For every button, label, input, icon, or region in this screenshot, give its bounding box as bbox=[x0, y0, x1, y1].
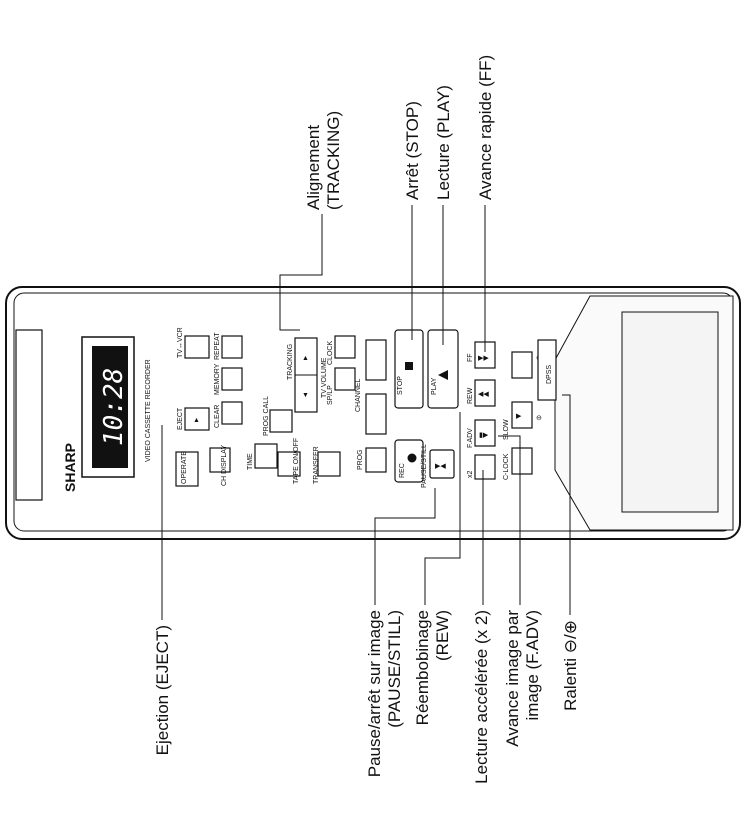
svg-text:F.ADV: F.ADV bbox=[467, 428, 474, 448]
svg-text:⊖: ⊖ bbox=[536, 415, 542, 422]
pause-still-button[interactable]: ▶◀ PAUSE/STILL bbox=[421, 444, 455, 488]
svg-text:◀◀: ◀◀ bbox=[478, 391, 489, 398]
display-time: 10:28 bbox=[99, 368, 129, 446]
svg-text:REPEAT: REPEAT bbox=[214, 332, 221, 360]
svg-text:▶▶: ▶▶ bbox=[478, 355, 489, 362]
channel-button-group[interactable]: CHANNEL bbox=[355, 339, 387, 435]
time-button[interactable]: TIME bbox=[247, 443, 278, 470]
svg-text:▲: ▲ bbox=[193, 417, 200, 424]
callout-rew-line2: (REW) bbox=[433, 610, 452, 661]
brand-logo: SHARP bbox=[62, 443, 78, 492]
prog-button[interactable]: PROG bbox=[357, 447, 387, 473]
svg-text:REW: REW bbox=[467, 387, 474, 404]
svg-text:STOP: STOP bbox=[397, 376, 404, 395]
svg-text:PROG CALL: PROG CALL bbox=[263, 396, 270, 436]
slow-minus-button[interactable]: ▶ ⊖ SLOW bbox=[503, 401, 542, 440]
svg-text:TRACKING: TRACKING bbox=[287, 344, 294, 380]
svg-text:PAUSE/STILL: PAUSE/STILL bbox=[421, 444, 428, 488]
callout-pause-line1: Pause/arrêt sur image bbox=[365, 610, 384, 777]
tape-onoff-button[interactable]: TAPE ON/OFF bbox=[277, 438, 301, 484]
svg-text:EJECT: EJECT bbox=[177, 407, 184, 430]
svg-text:TV↔VCR: TV↔VCR bbox=[177, 327, 184, 358]
callout-rew-line1: Réembobinage bbox=[413, 610, 432, 725]
svg-text:CLOCK: CLOCK bbox=[327, 341, 334, 365]
svg-text:▶◀: ▶◀ bbox=[435, 463, 446, 470]
callout-tracking-line2: (TRACKING) bbox=[324, 111, 343, 210]
svg-text:DPSS: DPSS bbox=[546, 365, 553, 384]
callout-x2: Lecture accélérée (x 2) bbox=[472, 610, 491, 784]
callout-lines bbox=[161, 205, 571, 620]
x2-button[interactable]: x2 bbox=[467, 454, 496, 480]
sp-lp-button[interactable]: SP/LP bbox=[327, 367, 356, 405]
transfer-button[interactable]: TRANSFER bbox=[313, 446, 341, 484]
tracking-button-group[interactable]: ▲ ▼ TRACKING TV VOLUME bbox=[287, 337, 328, 413]
callout-fadv-line2: image (F.ADV) bbox=[523, 610, 542, 721]
callout-stop: Arrêt (STOP) bbox=[403, 101, 422, 200]
svg-text:SP/LP: SP/LP bbox=[327, 385, 334, 405]
svg-text:x2: x2 bbox=[467, 471, 474, 479]
ch-display-button[interactable]: CH DISPLAY bbox=[209, 445, 231, 486]
svg-text:CLEAR: CLEAR bbox=[214, 405, 221, 428]
tv-vcr-button[interactable]: TV↔VCR bbox=[177, 327, 210, 359]
eject-button[interactable]: EJECT ▲ bbox=[177, 407, 210, 431]
svg-text:TRANSFER: TRANSFER bbox=[313, 446, 320, 484]
svg-text:▮▶: ▮▶ bbox=[479, 432, 489, 439]
svg-text:REC: REC bbox=[399, 463, 406, 478]
stop-button[interactable]: STOP bbox=[394, 329, 424, 409]
svg-text:C-LOCK: C-LOCK bbox=[503, 453, 510, 480]
svg-text:▼: ▼ bbox=[302, 392, 309, 399]
svg-text:OPERATE: OPERATE bbox=[181, 451, 188, 484]
svg-text:MEMORY: MEMORY bbox=[214, 363, 221, 395]
time-display: 10:28 bbox=[81, 336, 135, 478]
c-lock-button[interactable]: C-LOCK bbox=[503, 447, 533, 480]
svg-text:PROG: PROG bbox=[357, 449, 364, 470]
callout-ff: Avance rapide (FF) bbox=[476, 55, 495, 200]
callout-tracking-line1: Alignement bbox=[304, 125, 323, 210]
rew-button[interactable]: ◀◀ REW bbox=[467, 379, 496, 407]
svg-text:TIME: TIME bbox=[247, 453, 254, 470]
dpss-button-group[interactable]: DPSS bbox=[537, 339, 557, 401]
svg-text:CHANNEL: CHANNEL bbox=[355, 378, 362, 412]
callout-eject: Ejection (EJECT) bbox=[153, 625, 172, 755]
vcr-subtitle: VIDEO CASSETTE RECORDER bbox=[145, 359, 152, 462]
callout-play: Lecture (PLAY) bbox=[434, 85, 453, 200]
ff-button[interactable]: ▶▶ FF bbox=[467, 341, 496, 369]
svg-text:PLAY: PLAY bbox=[431, 377, 438, 395]
callout-pause-line2: (PAUSE/STILL) bbox=[385, 610, 404, 728]
clear-button[interactable]: CLEAR bbox=[214, 401, 243, 428]
svg-text:TV VOLUME: TV VOLUME bbox=[321, 357, 328, 398]
prog-call-button[interactable]: PROG CALL bbox=[263, 396, 293, 436]
rec-button[interactable]: REC bbox=[394, 439, 424, 483]
svg-text:SLOW: SLOW bbox=[503, 419, 510, 440]
operate-button[interactable]: OPERATE bbox=[175, 451, 199, 487]
fadv-button[interactable]: ▮▶ F.ADV bbox=[467, 419, 496, 448]
svg-text:▶: ▶ bbox=[516, 413, 522, 420]
callout-slow: Ralenti ⊖/⊕ bbox=[561, 620, 580, 711]
svg-text:FF: FF bbox=[467, 353, 474, 362]
repeat-button[interactable]: REPEAT bbox=[214, 332, 243, 360]
svg-text:CH DISPLAY: CH DISPLAY bbox=[221, 445, 228, 486]
svg-text:▲: ▲ bbox=[302, 355, 309, 362]
play-button[interactable]: PLAY bbox=[427, 329, 459, 409]
callout-fadv-line1: Avance image par bbox=[503, 610, 522, 747]
clock-button[interactable]: CLOCK bbox=[327, 335, 356, 365]
memory-button[interactable]: MEMORY bbox=[214, 363, 243, 395]
svg-text:TAPE ON/OFF: TAPE ON/OFF bbox=[293, 438, 300, 484]
